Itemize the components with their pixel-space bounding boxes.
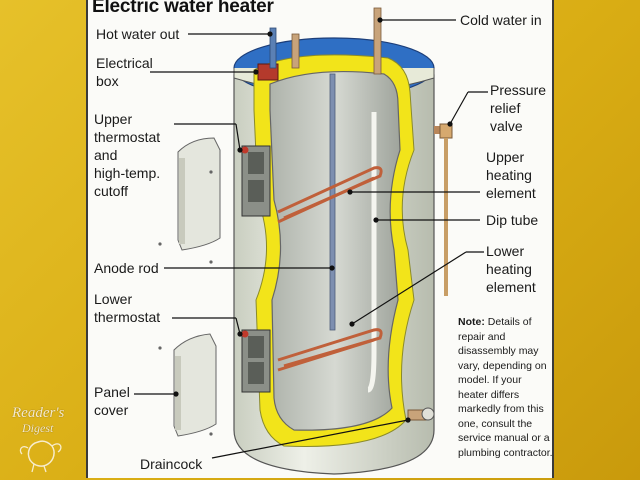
label-panel-cover: Panel cover: [94, 384, 130, 418]
note-text: Note: Details of repair and disassembly …: [458, 315, 553, 460]
label-electrical-box: Electrical box: [96, 55, 153, 89]
anode-rod: [329, 73, 336, 331]
logo-line1: Reader's: [12, 405, 65, 421]
label-dip-tube: Dip tube: [486, 212, 539, 228]
diagram-title: Electric water heater: [92, 0, 274, 17]
water-heater-illustration: [134, 7, 488, 475]
label-upper-heating-element: Upper heating element: [486, 149, 536, 201]
label-lower-heating-element: Lower heating element: [486, 243, 536, 295]
label-anode-rod: Anode rod: [94, 260, 159, 276]
lower-heating-element-shape: [277, 328, 383, 372]
label-draincock: Draincock: [140, 456, 203, 472]
readers-digest-logo: [8, 404, 80, 474]
label-pressure-relief-valve: Pressure relief valve: [490, 82, 547, 134]
label-lower-thermostat: Lower thermostat: [94, 291, 161, 325]
note-body: Details of repair and disassembly may va…: [458, 316, 553, 459]
logo-line2: Digest: [22, 421, 54, 435]
label-cold-water-in: Cold water in: [460, 12, 542, 28]
diagram-panel: Electric water heater Hot water out Cold…: [86, 0, 554, 478]
label-upper-thermostat: Upper thermostat and high-temp. cutoff: [94, 111, 161, 199]
upper-heating-element-shape: [277, 166, 383, 224]
label-hot-water-out: Hot water out: [96, 26, 180, 42]
leader-lines: [134, 17, 488, 459]
note-lead: Note:: [458, 316, 485, 328]
